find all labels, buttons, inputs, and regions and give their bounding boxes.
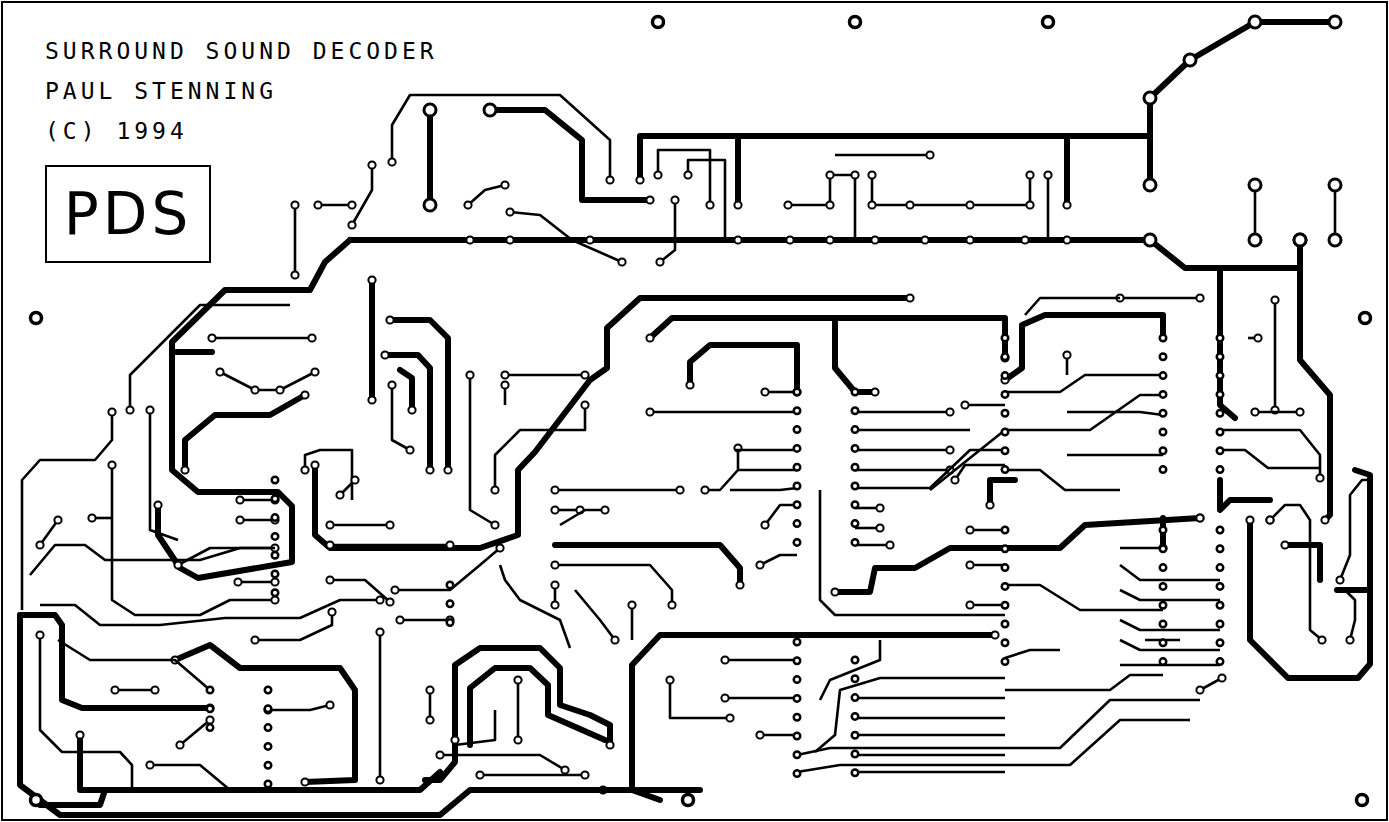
- logo-text: PDS: [64, 185, 192, 243]
- mounting-holes: [31, 17, 1371, 806]
- signal-tracks: [22, 95, 1372, 790]
- board-label: (C) 1994: [45, 120, 188, 143]
- logo-box: PDS: [45, 165, 211, 263]
- power-tracks: [20, 22, 1370, 815]
- board-label: PAUL STENNING: [45, 80, 277, 103]
- ic-pads: [210, 338, 1220, 790]
- board-title: SURROUND SOUND DECODER: [45, 40, 438, 63]
